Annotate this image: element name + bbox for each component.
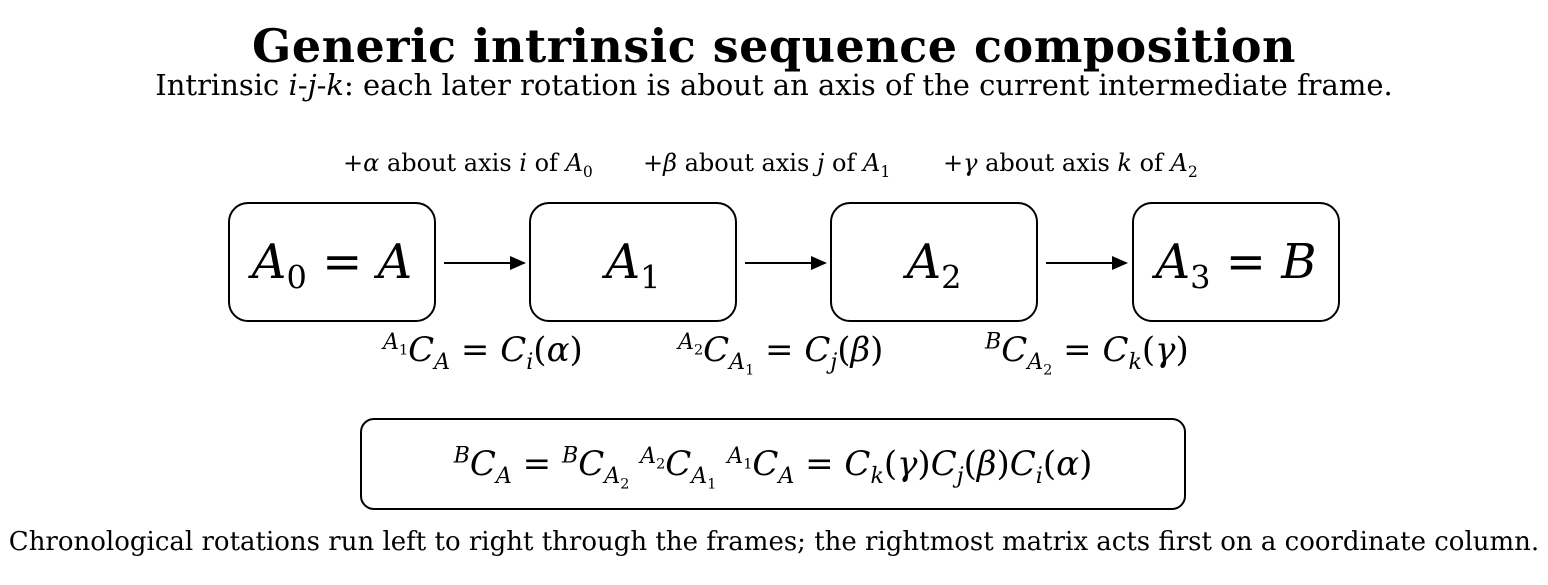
frame-box-a1: A1	[529, 202, 737, 322]
arrow-a2-to-a3	[1046, 256, 1128, 270]
arrow-a0-to-a1	[444, 256, 526, 270]
frame-box-a3: A3 = B	[1132, 202, 1340, 322]
diagram-title: Generic intrinsic sequence composition	[252, 19, 1296, 73]
footer-caption: Chronological rotations run left to righ…	[8, 527, 1540, 557]
diagram-subtitle: Intrinsic i-j-k: each later rotation is …	[155, 68, 1393, 102]
composition-formula-box: BCA = BCA2 A2CA1 A1CA = Ck(γ)Cj(β)Ci(α)	[360, 418, 1186, 510]
step-caption-3: +γ about axis k of A2	[943, 149, 1198, 181]
transform-formula-3: BCA2 = Ck(γ)	[985, 328, 1189, 379]
transform-formula-2: A2CA1 = Cj(β)	[678, 328, 884, 379]
step-caption-1: +α about axis i of A0	[343, 149, 593, 181]
step-caption-2: +β about axis j of A1	[643, 149, 891, 181]
frame-box-a2: A2	[830, 202, 1038, 322]
arrow-a1-to-a2	[745, 256, 827, 270]
frame-box-a0: A0 = A	[228, 202, 436, 322]
transform-formula-1: A1CA = Ci(α)	[383, 328, 583, 375]
